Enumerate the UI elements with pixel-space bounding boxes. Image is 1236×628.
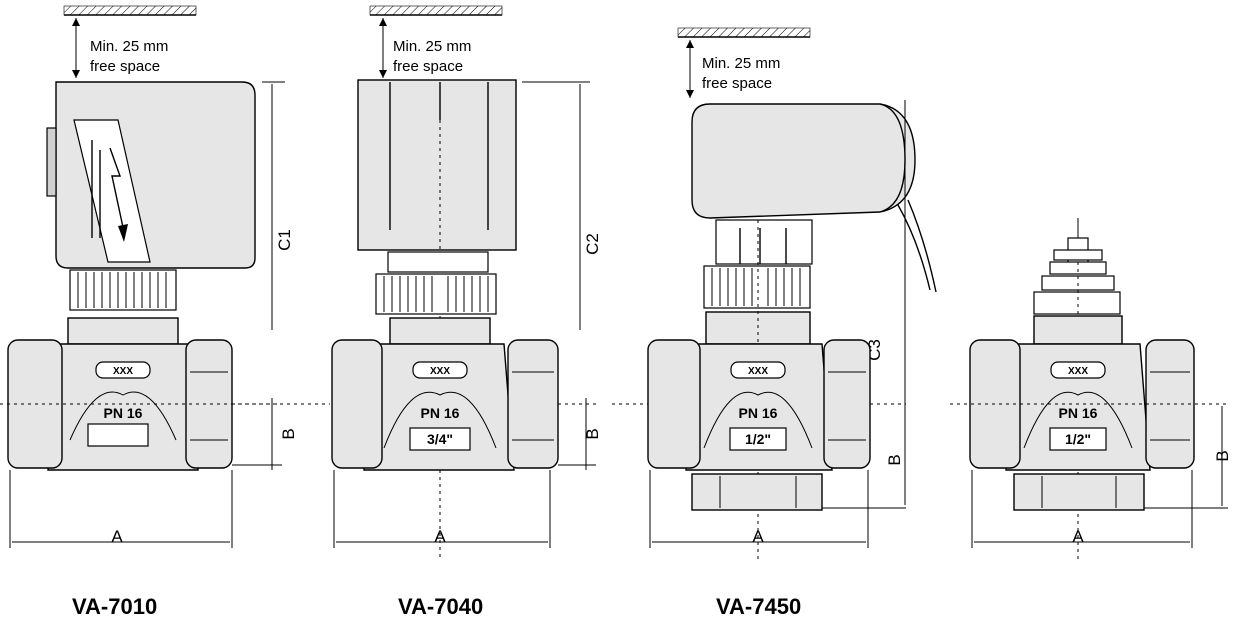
pressure-marking: PN 16 (104, 405, 143, 421)
dim-b: B (583, 428, 602, 439)
code-marking: XXX (1068, 366, 1088, 377)
dim-b: B (885, 454, 904, 465)
dim-a: A (434, 527, 446, 546)
va-7450-drawing: Min. 25 mm free space C3 (647, 27, 937, 560)
model-label-va-7040: VA-7040 (398, 594, 484, 619)
dim-a: A (111, 527, 123, 546)
size-marking: 3/4" (427, 431, 453, 447)
actuator-housing (357, 79, 517, 251)
clearance-line2: free space (90, 58, 160, 75)
clearance-line1: Min. 25 mm (90, 38, 168, 55)
clearance-line1: Min. 25 mm (702, 55, 780, 72)
clearance-line1: Min. 25 mm (393, 38, 471, 55)
size-marking: 1/2" (1065, 431, 1091, 447)
actuator-housing (55, 81, 256, 269)
ceiling-hatch (677, 27, 811, 38)
dim-b: B (279, 428, 298, 439)
va-7040-drawing: Min. 25 mm free space C2 XXX P (331, 5, 602, 560)
model-label-va-7450: VA-7450 (716, 594, 802, 619)
dim-a: A (752, 527, 764, 546)
ceiling-hatch (63, 5, 197, 16)
va-7010-drawing: Min. 25 mm free space C1 XXX (7, 5, 298, 548)
pressure-marking: PN 16 (421, 405, 460, 421)
clearance-line2: free space (702, 75, 772, 92)
dim-c2: C2 (583, 233, 602, 255)
ceiling-hatch (369, 5, 503, 16)
clearance-line2: free space (393, 58, 463, 75)
code-marking: XXX (748, 366, 768, 377)
dim-c1: C1 (275, 229, 294, 251)
actuator-housing (691, 103, 916, 219)
pressure-marking: PN 16 (1059, 405, 1098, 421)
dim-a: A (1072, 527, 1084, 546)
code-marking: XXX (430, 366, 450, 377)
code-marking: XXX (113, 366, 133, 377)
pressure-marking: PN 16 (739, 405, 778, 421)
model-label-va-7010: VA-7010 (72, 594, 158, 619)
fourth-valve-drawing: XXX PN 16 1/2" B A (950, 218, 1232, 560)
dim-b: B (1213, 450, 1232, 461)
size-marking: 1/2" (745, 431, 771, 447)
